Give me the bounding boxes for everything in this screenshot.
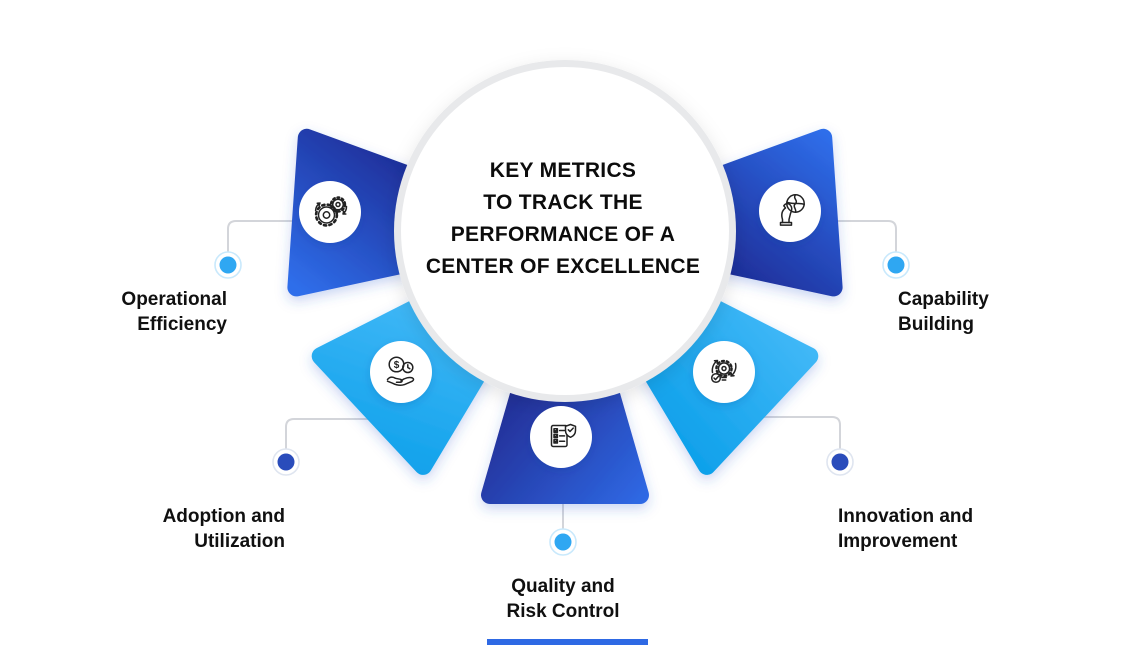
bottom-accent-bar (487, 639, 648, 645)
label-quality-and-risk-control: Quality and Risk Control (506, 576, 620, 622)
icon-disc-operational (299, 181, 361, 243)
center-circle (401, 67, 729, 395)
hand-coin-clock-icon: $ (386, 356, 415, 387)
connector-innovation-and-improvement (754, 416, 841, 449)
label-capability-building: Capability Building (898, 289, 989, 335)
checklist-shield-icon (550, 423, 577, 448)
chess-knight-puzzle-icon (779, 194, 805, 226)
center-title: KEY METRICS TO TRACK THE PERFORMANCE OF … (425, 159, 701, 278)
node-dot-capability-building (882, 251, 910, 279)
label-adoption-and-utilization: Adoption and Utilization (162, 506, 285, 552)
node-dot-quality-and-risk-control (549, 528, 577, 556)
gear-bulb-cycle-icon (710, 359, 737, 384)
svg-text:$: $ (394, 360, 400, 371)
label-operational-efficiency: Operational Efficiency (121, 289, 227, 335)
icon-disc-innovation (693, 341, 755, 403)
connector-adoption-and-utilization (285, 418, 372, 449)
gears-process-icon (314, 196, 348, 227)
label-innovation-and-improvement: Innovation and Improvement (838, 506, 974, 552)
icon-disc-quality (530, 406, 592, 468)
icon-disc-adoption (370, 341, 432, 403)
node-dot-innovation-and-improvement (826, 448, 854, 476)
connector-operational-efficiency (227, 220, 312, 252)
connector-capability-building (818, 220, 897, 252)
node-dot-operational-efficiency (214, 251, 242, 279)
node-dot-adoption-and-utilization (272, 448, 300, 476)
